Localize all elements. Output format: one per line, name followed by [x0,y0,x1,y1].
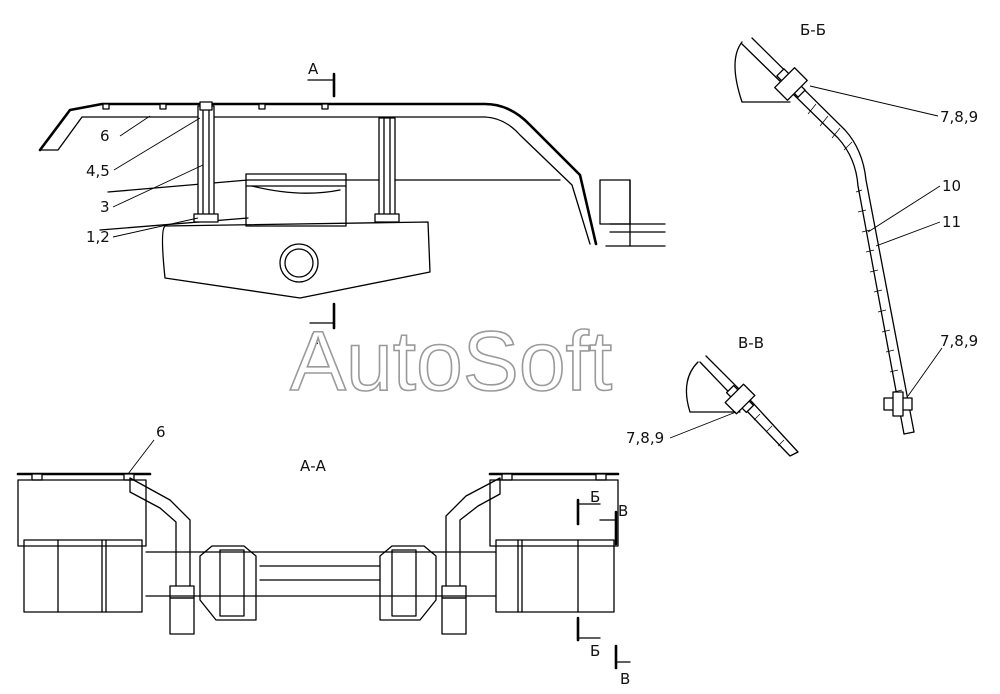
axle-housing [161,221,431,299]
bb-nut-top [774,67,808,101]
bb-break-line [734,41,791,103]
vv-hatch [777,439,785,447]
bb-nut-bottom [892,391,904,417]
stand-base [374,213,400,223]
callout-3: 3 [100,198,110,216]
callout-bb-7-8-9-top: 7,8,9 [940,108,978,126]
leader-6 [119,115,151,137]
clip [258,103,266,110]
aa-channel-right [379,545,437,621]
platform-rail-inner [39,116,591,245]
aa-channel-right-inner [391,549,417,617]
bracket-curve [251,185,341,194]
stand-right [378,117,396,219]
leader-bb-10 [867,185,941,233]
bb-strip-end [903,431,915,435]
leader-45 [113,117,201,171]
bracket [245,173,347,227]
leader-bb-789-bottom [907,347,943,397]
aa-tire-top-left [17,479,147,547]
frame-line [107,179,249,193]
callout-1-2: 1,2 [86,228,110,246]
aa-tire-right [495,539,615,613]
axle-hub-inner [284,248,314,278]
leader-bb-11 [875,221,941,247]
cut-label-a-top: А [308,60,319,78]
callout-bb-7-8-9-bottom: 7,8,9 [940,332,978,350]
aa-stand-left [129,477,191,591]
callout-6: 6 [100,127,110,145]
aa-clip [501,473,513,481]
callout-bb-11: 11 [942,213,961,231]
axle-hub [279,243,319,283]
side-view: А А 6 4,5 3 1,2 [38,60,666,348]
bb-hatch [807,103,903,393]
leader-bb-789-top [809,85,939,117]
leader-vv-789 [669,411,737,439]
vv-hatch [753,413,761,421]
rear-bracket [599,179,631,225]
clip [321,103,329,110]
view-title-bb: Б-Б [800,21,826,39]
aa-tire-left [23,539,143,613]
bb-strip-outer [751,37,915,433]
aa-tire-top-right [489,479,619,547]
leader-aa-6 [127,439,155,475]
section-vv-view: В-В 7,8,9 [626,334,799,457]
aa-spring-right [441,597,467,635]
aa-clip [31,473,43,481]
callout-aa-6: 6 [156,423,166,441]
cut-label-v-bottom: В [620,670,630,688]
clip [102,103,110,110]
vv-nut [724,383,756,415]
callout-4-5: 4,5 [86,162,110,180]
aa-clip [595,473,607,481]
clip [159,103,167,110]
stand-base [193,213,219,223]
cut-label-v-top: В [618,502,628,520]
aa-channel-left [199,545,257,621]
aa-stand-right [445,477,501,591]
aa-spring-left [169,597,195,635]
vv-hatch [765,425,773,433]
aa-channel-left-inner [219,549,245,617]
view-title-vv: В-В [738,334,764,352]
callout-bb-10: 10 [942,177,961,195]
leader-12 [112,217,199,238]
vv-break-line [685,361,741,413]
section-bb-view: Б-Б [734,21,978,435]
cut-label-a-bottom: А [308,330,319,348]
watermark: AutoSoft [290,314,612,408]
view-title-aa: А-А [300,457,327,475]
section-aa-view: А-А [16,423,631,688]
bolt-head [199,101,213,111]
stand-left [197,105,215,219]
frame-line [99,217,249,231]
cut-label-b-top: Б [590,488,600,506]
leader-3 [112,164,204,208]
callout-vv-7-8-9: 7,8,9 [626,429,664,447]
bb-strip-inner [741,43,905,435]
cut-label-b-bottom: Б [590,642,600,660]
